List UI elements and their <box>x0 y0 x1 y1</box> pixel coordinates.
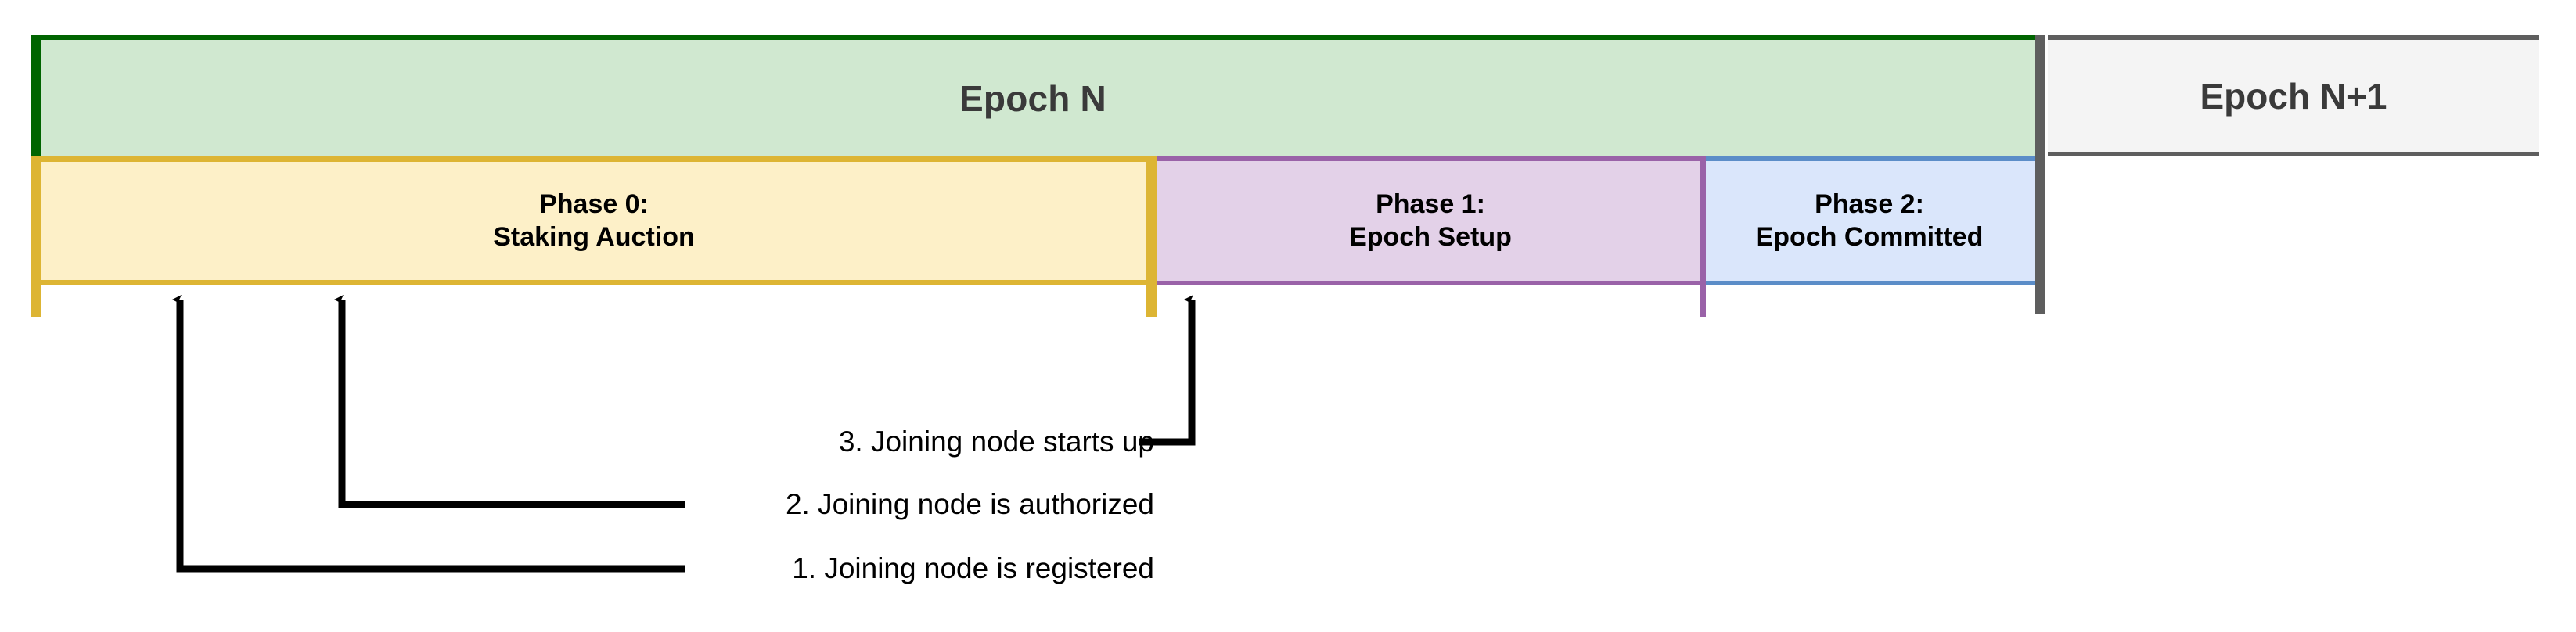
phase-2-title: Phase 2: <box>1815 189 1924 220</box>
phase-0-block: Phase 0: Staking Auction <box>31 156 1157 285</box>
phase-2-block: Phase 2: Epoch Committed <box>1704 156 2035 285</box>
phase-1-subtitle: Epoch Setup <box>1349 221 1512 252</box>
phase-1-title: Phase 1: <box>1376 189 1485 220</box>
epoch-n-plus-1-block: Epoch N+1 <box>2048 35 2539 156</box>
annotation-label-2: 2. Joining node is authorized <box>785 488 1154 520</box>
epoch-boundary-divider <box>2035 35 2045 314</box>
phase-0-start-marker <box>31 156 41 317</box>
phase-0-subtitle: Staking Auction <box>493 221 695 252</box>
annotation-label-1: 1. Joining node is registered <box>792 552 1154 584</box>
epoch-n-start-marker <box>31 35 41 158</box>
epoch-n-block: Epoch N <box>31 35 2035 156</box>
phase-1-block: Phase 1: Epoch Setup <box>1157 156 1704 285</box>
annotation-label-3: 3. Joining node starts up <box>838 426 1154 458</box>
phase-0-title: Phase 0: <box>539 189 649 220</box>
phase-2-subtitle: Epoch Committed <box>1755 221 1984 252</box>
phase-1-end-marker <box>1700 156 1706 317</box>
leader-line-3 <box>1139 295 1196 446</box>
leader-line-2 <box>334 295 685 508</box>
epoch-n-plus-1-label: Epoch N+1 <box>2200 75 2387 117</box>
epoch-n-label: Epoch N <box>959 77 1106 119</box>
phase-0-end-marker <box>1146 156 1157 317</box>
